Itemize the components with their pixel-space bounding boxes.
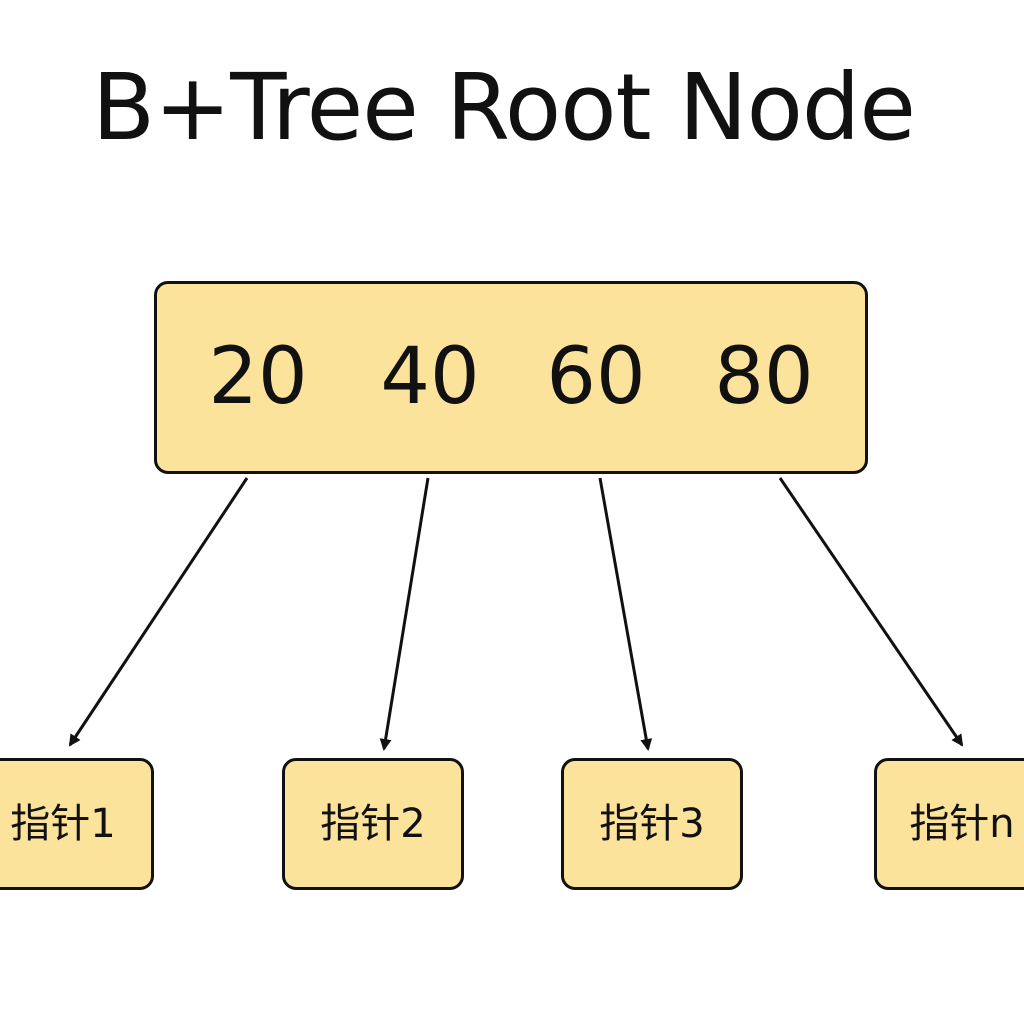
diagram-title: B+Tree Root Node bbox=[92, 54, 916, 161]
root-key-3: 60 bbox=[546, 332, 646, 422]
edge-3-arrow bbox=[598, 477, 653, 751]
child-label-1: 指针1 bbox=[10, 801, 116, 847]
edge-2-arrow bbox=[379, 477, 430, 751]
root-key-1: 20 bbox=[208, 332, 308, 422]
child-label-3: 指针3 bbox=[599, 801, 705, 847]
edge-1-arrow bbox=[68, 477, 249, 747]
child-node-4: 指针n bbox=[874, 758, 1024, 890]
root-node bbox=[154, 281, 868, 474]
child-node-1: 指针1 bbox=[0, 758, 154, 890]
edge-4-arrow bbox=[778, 477, 964, 747]
child-label-4: 指针n bbox=[909, 801, 1015, 847]
child-node-3: 指针3 bbox=[561, 758, 743, 890]
child-node-2: 指针2 bbox=[282, 758, 464, 890]
child-label-2: 指针2 bbox=[320, 801, 426, 847]
root-key-4: 80 bbox=[714, 332, 814, 422]
root-key-2: 40 bbox=[380, 332, 480, 422]
